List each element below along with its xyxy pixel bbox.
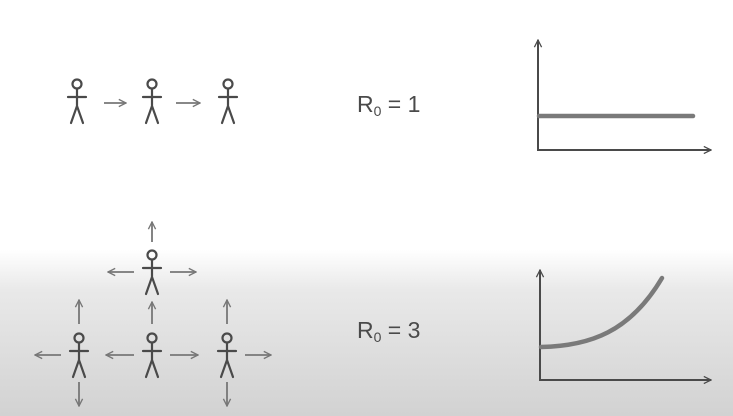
r0-symbol: R bbox=[357, 91, 374, 117]
person-icon bbox=[216, 332, 238, 379]
r0-label-r3: R0 = 3 bbox=[357, 317, 420, 345]
branching-row-r3 bbox=[35, 222, 271, 406]
person-icon bbox=[141, 332, 163, 379]
person-icon bbox=[141, 78, 163, 125]
r0-subscript: 0 bbox=[373, 329, 382, 345]
chain-row-r1 bbox=[66, 78, 239, 125]
person-icon bbox=[141, 249, 163, 296]
exponential-curve bbox=[538, 275, 665, 350]
r0-label-r1: R0 = 1 bbox=[357, 91, 420, 119]
graph-r1 bbox=[537, 40, 711, 150]
r0-value: = 1 bbox=[381, 91, 421, 117]
r0-value: = 3 bbox=[381, 317, 421, 343]
person-icon bbox=[66, 78, 88, 125]
r0-subscript: 0 bbox=[373, 103, 382, 119]
person-icon bbox=[217, 78, 239, 125]
graph-r3 bbox=[539, 270, 711, 380]
r0-symbol: R bbox=[357, 317, 374, 343]
person-icon bbox=[68, 332, 90, 379]
